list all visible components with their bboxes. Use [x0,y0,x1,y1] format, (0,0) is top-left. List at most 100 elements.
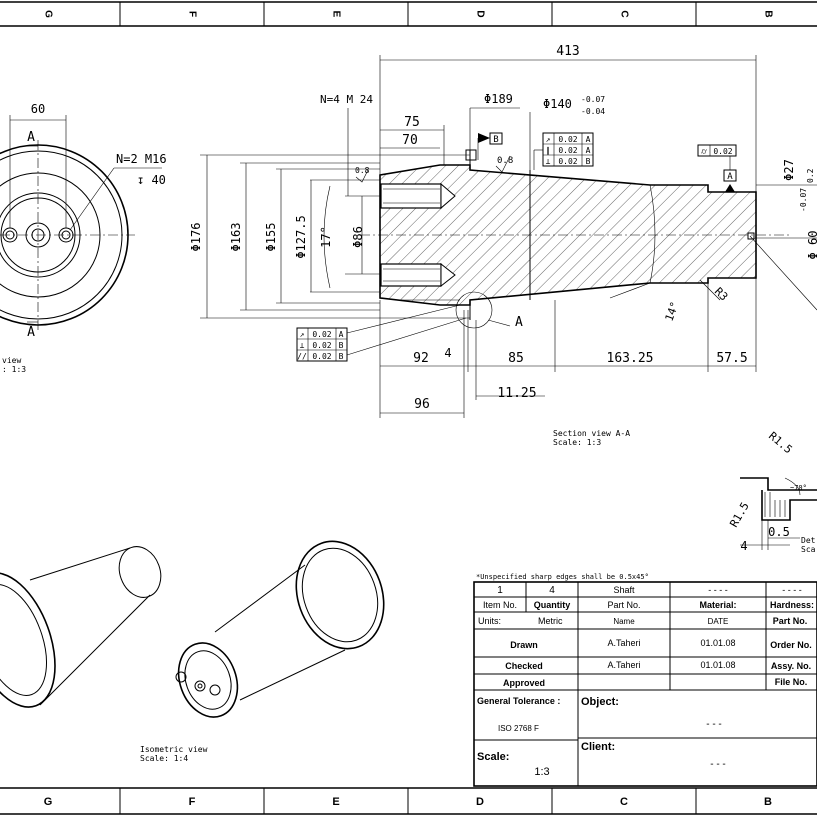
client-value: - - - [710,759,726,770]
dim-70: 70 [402,133,418,148]
fcf-symbol: // [297,352,307,361]
dim-dia-163: Φ163 [229,223,243,252]
dim-dia-155: Φ155 [264,223,278,252]
fcf-datum: B [339,352,344,361]
dim-angle-17: 17° [319,226,333,248]
checked-name: A.Taheri [607,660,640,670]
right-small-dim: 0.2 [806,168,815,183]
hardness-label: Hardness: [770,600,814,610]
front-view: 60 A A N=2 M16 ↧ 40 view : 1:3 [0,102,167,374]
quantity-value: 4 [549,585,555,596]
title-block: *Unspecified sharp edges shall be 0.5x45… [473,573,817,787]
zone-label: B [764,796,772,808]
units-label: Units: [478,616,501,626]
scale-label: Scale: [477,751,509,763]
checked-label: Checked [505,661,543,671]
fcf-value: 0.02 [558,135,577,144]
fcf-datum: A [586,146,591,155]
zone-label: G [44,796,53,808]
dia-140-tol-upper: -0.07 [581,95,605,104]
zone-label: D [474,10,485,17]
file-no-label: File No. [775,677,808,687]
fcf-value: 0.02 [713,147,732,156]
detail-dim-0-5: 0.5 [768,525,790,539]
client-label: Client: [581,741,615,753]
fcf-datum: B [586,157,591,166]
approved-label: Approved [503,678,545,688]
object-value: - - - [706,719,722,730]
section-view-label: Section view A-A [553,429,630,438]
dim-163-25: 163.25 [607,351,654,366]
name-header: Name [613,617,635,626]
fcf-symbol: ↗ [300,330,305,339]
zone-label: C [620,796,628,808]
date-header: DATE [708,617,729,626]
dim-dia-189: Φ189 [484,92,513,106]
dim-overall-length: 413 [556,44,579,59]
section-view-scale: Scale: 1:3 [553,438,601,447]
detail-view-label: Det [801,536,816,545]
roughness-top: 0.8 [497,156,513,166]
fcf-symbol: ⊥ [546,157,551,166]
isometric-view-scale: Scale: 1:4 [140,754,188,763]
assy-no-label: Assy. No. [771,661,811,671]
section-mark-top: A [27,130,35,145]
part-name-value: Shaft [613,585,635,595]
fcf-top: ↗ 0.02 A ∥ 0.02 A ⊥ 0.02 B [533,132,594,170]
fcf-value: 0.02 [312,330,331,339]
dim-r3: R3 [712,285,731,304]
dim-4: 4 [444,346,451,360]
detail-r15-left: R1.5 [727,500,752,529]
hole-note-thread: N=2 M16 [116,152,167,166]
right-tolerance: -0.07 [799,188,808,212]
units-value: Metric [538,616,563,626]
material-value: - - - - [708,585,728,595]
zone-label: E [332,796,339,808]
zone-label: D [476,796,484,808]
roughness-left: 0.8 [355,166,370,175]
drawn-name: A.Taheri [607,638,640,648]
fcf-symbol: ∥ [546,146,550,155]
fcf-datum: B [339,341,344,350]
detail-r15-top: R1.5 [766,429,795,456]
edge-note: *Unspecified sharp edges shall be 0.5x45… [476,573,649,581]
dim-96: 96 [414,397,430,412]
zone-label: E [330,11,341,18]
hardness-value: - - - - [782,585,802,595]
quantity-label: Quantity [534,600,571,610]
fcf-symbol: ⌭ [701,147,707,156]
datum-a-flag: A [727,172,733,182]
zone-label: F [189,796,196,808]
fcf-value: 0.02 [558,157,577,166]
order-no-label: Order No. [770,640,812,650]
detail-view: R1.5 R1.5 ~70° 4 0.5 Det Sca [727,429,817,554]
section-mark-bottom: A [27,325,35,340]
zone-label: B [762,10,773,17]
material-label: Material: [699,600,736,610]
fcf-symbol: ↗ [546,135,551,144]
item-no-value: 1 [497,585,503,596]
fcf-left: ↗ 0.02 A ⊥ 0.02 B // 0.02 B [296,304,467,362]
hole-note-depth: ↧ 40 [137,173,166,187]
object-label: Object: [581,696,619,708]
dim-85: 85 [508,351,524,366]
fcf-datum: A [586,135,591,144]
front-view-label: view [2,356,21,365]
fcf-value: 0.02 [558,146,577,155]
dim-92: 92 [413,351,429,366]
zone-label: F [186,11,197,17]
dim-dia-176: Φ176 [189,223,203,252]
dim-75: 75 [404,115,420,130]
detail-callout-a: A [515,315,523,330]
isometric-view-label: Isometric view [140,745,208,754]
front-view-scale: : 1:3 [2,365,26,374]
section-view: 413 N=4 M 24 75 70 Φ189 Φ140 -0.07 -0.04… [189,44,817,447]
fcf-value: 0.02 [312,341,331,350]
datum-b-flag: B [493,135,498,145]
scale-value: 1:3 [534,766,549,778]
dim-57-5: 57.5 [716,351,747,366]
thread-note: N=4 M 24 [320,93,373,106]
detail-dim-4: 4 [740,539,747,553]
